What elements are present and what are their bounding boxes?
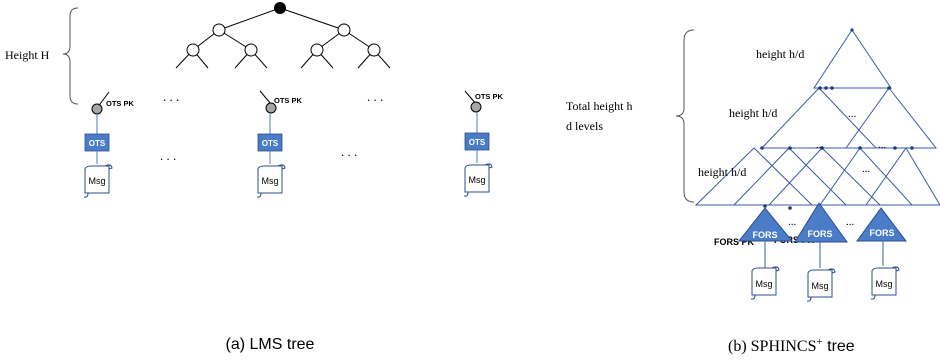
msg-label: Msg [811, 281, 828, 291]
msg-label: Msg [261, 176, 278, 186]
msg-label: Msg [875, 279, 892, 289]
ellipsis: . . . [160, 148, 176, 163]
fors-pk-label: FORS PK [774, 235, 815, 245]
ots-pk-label: OTS PK [106, 99, 135, 108]
layer-height-label: height h/d [756, 47, 804, 61]
ots-label: OTS [89, 139, 106, 148]
ots-label: OTS [262, 139, 279, 148]
ellipsis: . . . [367, 89, 383, 104]
lms-internal-nodes [186, 23, 381, 57]
fors-label: FORS [807, 229, 832, 239]
layer-height-label: height h/d [729, 106, 777, 120]
total-height-brace [675, 29, 695, 203]
lms-leaf-1: OTS PK OTS Msg [83, 91, 135, 198]
ots-label: OTS [469, 138, 486, 147]
dots: ... [878, 139, 887, 151]
fors-tree-1: FORS Msg [737, 207, 794, 300]
dots: ... [816, 139, 825, 151]
fors-label: FORS [752, 230, 777, 240]
msg-label: Msg [468, 175, 485, 185]
dots: ... [788, 216, 797, 228]
ots-pk-node [470, 101, 482, 113]
ots-pk-label: OTS PK [274, 96, 303, 105]
ots-pk-node [91, 103, 103, 115]
root-node [274, 2, 286, 14]
total-height-label: Total height h [566, 99, 632, 113]
caption-b: (b) SPHINCS+ tree [728, 336, 855, 355]
height-label: Height H [5, 48, 50, 62]
layer-height-label: height h/d [698, 165, 746, 179]
msg-label: Msg [755, 279, 772, 289]
dots: ... [862, 163, 871, 175]
caption-a: (a) LMS tree [226, 336, 315, 353]
layer-height-labels: height h/d height h/d height h/d [698, 47, 804, 179]
fors-pk-label: FORS PK [714, 237, 755, 247]
height-brace [62, 7, 79, 105]
sphincs-tree: Total height h d levels height h/d [566, 28, 940, 355]
fors-tree-3: FORS Msg [856, 207, 908, 300]
fors-tree-2: FORS Msg [794, 202, 848, 302]
dots: ... [846, 216, 855, 228]
dots: ... [848, 108, 857, 120]
lms-leaf-3: OTS PK OTS Msg [463, 90, 504, 197]
lms-ellipses: . . . . . . . . . . . . [160, 89, 383, 163]
msg-label: Msg [88, 176, 105, 186]
ellipsis: . . . [341, 144, 357, 159]
lms-tree-edges [175, 7, 391, 69]
ellipsis: . . . [163, 89, 179, 104]
levels-label: d levels [566, 119, 603, 133]
ots-pk-node [265, 102, 277, 114]
lms-tree: Height H [5, 2, 504, 353]
ots-pk-label: OTS PK [475, 92, 504, 101]
lms-leaf-2: OTS PK OTS Msg [256, 90, 303, 198]
fors-label: FORS [869, 228, 894, 238]
